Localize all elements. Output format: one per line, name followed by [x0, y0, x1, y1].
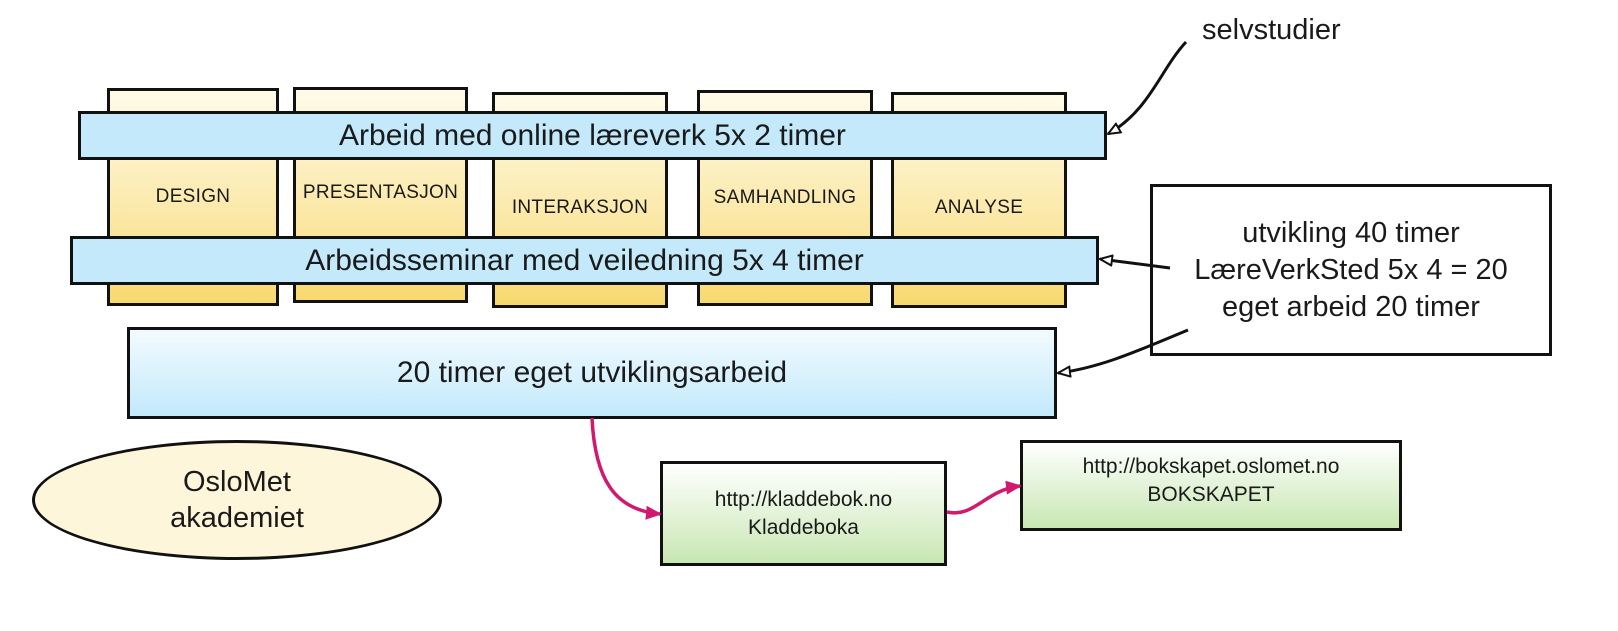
self-study-label: selvstudier — [1202, 14, 1341, 46]
hours-summary-line-1: utvikling 40 timer — [1242, 216, 1460, 249]
own-development-work-label: 20 timer eget utviklingsarbeid — [396, 356, 788, 389]
self-study-arrow — [1108, 40, 1188, 136]
band-work-seminar-label: Arbeidsseminar med veiledning 5x 4 timer — [305, 243, 864, 277]
band-online-courseware: Arbeid med online læreverk 5x 2 timer — [78, 111, 1107, 160]
to-kladdebok-arrow — [590, 417, 662, 520]
hours-summary-line-2: LæreVerkSted 5x 4 = 20 — [1194, 253, 1508, 286]
kladdebok-name: Kladdeboka — [748, 515, 859, 539]
seminar-arrow — [1100, 259, 1171, 270]
pillar-samhandling-label: SAMHANDLING — [713, 187, 857, 208]
band-work-seminar: Arbeidsseminar med veiledning 5x 4 timer — [70, 236, 1099, 285]
bokskapet-link-box[interactable]: http://bokskapet.oslomet.no BOKSKAPET — [1020, 440, 1402, 531]
kladdebok-link-box[interactable]: http://kladdebok.no Kladdeboka — [660, 461, 947, 566]
pillar-analyse-label: ANALYSE — [934, 197, 1024, 218]
kladdebok-url[interactable]: http://kladdebok.no — [714, 487, 893, 511]
pillar-presentasjon-label: PRESENTASJON — [302, 182, 459, 203]
bokskapet-url[interactable]: http://bokskapet.oslomet.no — [1082, 454, 1340, 478]
pillar-interaksjon-label: INTERAKSJON — [511, 197, 649, 218]
organizer-line-1: OsloMet — [183, 466, 291, 498]
bokskapet-name: BOKSKAPET — [1147, 482, 1275, 506]
hours-summary-box: utvikling 40 timer LæreVerkSted 5x 4 = 2… — [1150, 184, 1552, 356]
hours-summary-line-3: eget arbeid 20 timer — [1222, 290, 1480, 323]
pillar-design-label: DESIGN — [155, 186, 231, 207]
band-online-courseware-label: Arbeid med online læreverk 5x 2 timer — [339, 118, 846, 152]
to-bokskapet-arrow — [946, 480, 1022, 515]
development-arrow — [1058, 328, 1189, 373]
own-development-work-box: 20 timer eget utviklingsarbeid — [127, 327, 1057, 419]
organizer-line-2: akademiet — [170, 502, 304, 534]
organizer-oval: OsloMet akademiet — [32, 440, 442, 560]
